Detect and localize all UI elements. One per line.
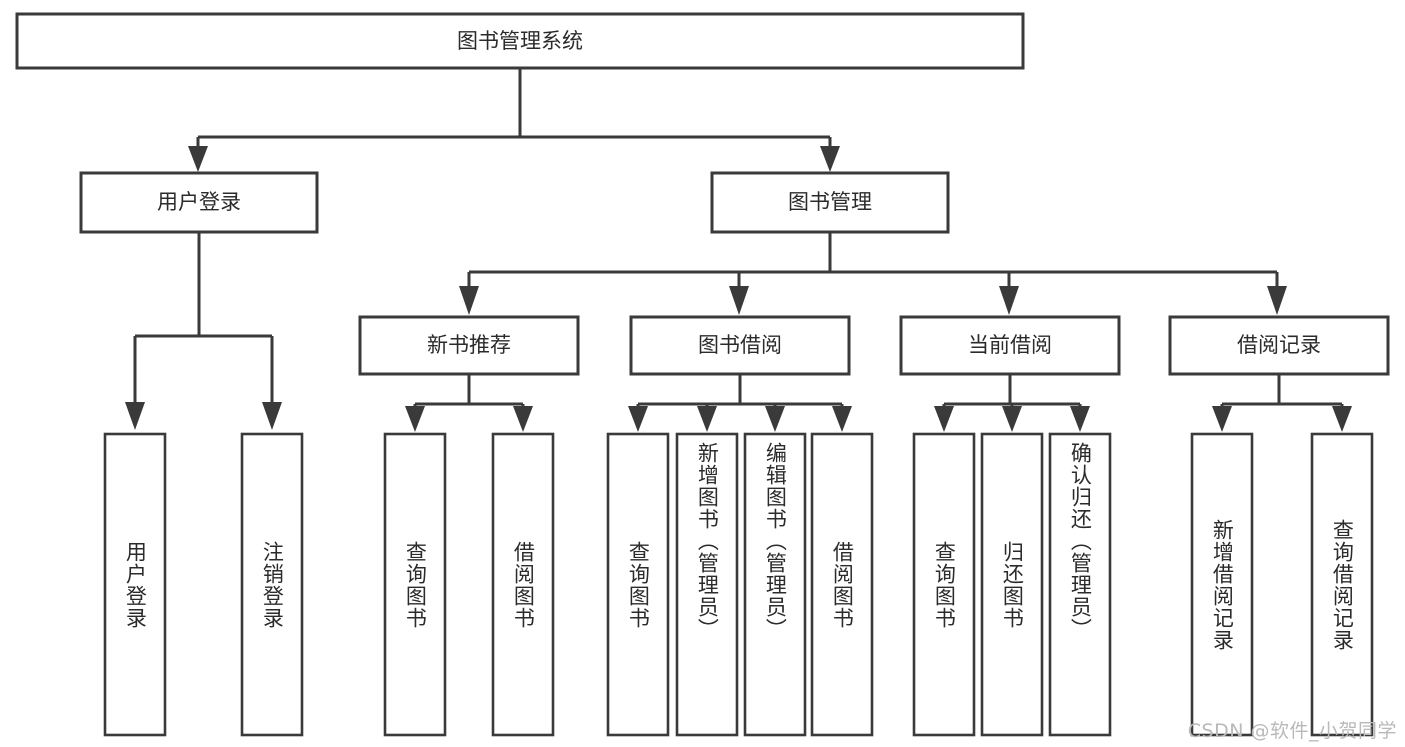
leaf-box-query-book-3 xyxy=(912,432,976,737)
arrow-head-leaf-confirm-return xyxy=(1070,406,1090,432)
leaf-box-edit-book xyxy=(743,432,807,737)
arrow-head-leaf-query-book-1 xyxy=(405,406,425,432)
arrow-head-book-manage xyxy=(820,146,840,172)
arrow-head-current-borrow xyxy=(999,286,1019,315)
node-new-book-recommend-label: 新书推荐 xyxy=(427,333,511,357)
node-book-borrow-box xyxy=(629,315,851,376)
node-book-manage-box xyxy=(710,171,950,234)
node-current-borrow-label: 当前借阅 xyxy=(968,333,1052,357)
arrow-head-leaf-edit-book xyxy=(765,406,785,432)
node-borrow-record-label: 借阅记录 xyxy=(1237,333,1321,357)
arrow-head-borrow-record xyxy=(1267,286,1287,315)
node-root-box xyxy=(15,12,1025,70)
arrow-head-leaf-query-book-2 xyxy=(628,406,648,432)
node-borrow-record-box xyxy=(1168,315,1390,376)
leaf-box-confirm-return xyxy=(1048,432,1112,737)
leaf-box-query-book-2 xyxy=(606,432,670,737)
csdn-watermark: CSDN @软件_小贺同学 xyxy=(1187,720,1397,742)
node-book-manage-label: 图书管理 xyxy=(788,190,872,214)
leaf-box-logout-login xyxy=(240,432,304,737)
arrow-head-leaf-add-book xyxy=(697,406,717,432)
arrow-head-leaf-add-record xyxy=(1212,406,1232,432)
node-root-label: 图书管理系统 xyxy=(457,29,583,53)
leaf-box-borrow-book-1 xyxy=(491,432,555,737)
arrow-head-leaf-user-login xyxy=(125,402,145,430)
leaf-box-user-login xyxy=(103,432,167,737)
node-user-login-label: 用户登录 xyxy=(157,190,241,214)
leaf-box-query-book-1 xyxy=(383,432,447,737)
arrow-head-new-book-recommend xyxy=(459,286,479,315)
arrow-head-leaf-borrow-book-1 xyxy=(513,406,533,432)
node-current-borrow-box xyxy=(899,315,1121,376)
arrow-head-book-borrow xyxy=(729,286,749,315)
node-new-book-recommend-box xyxy=(358,315,580,376)
arrow-head-leaf-logout-login xyxy=(262,402,282,430)
leaf-box-add-record xyxy=(1190,432,1254,737)
arrow-head-leaf-return-book xyxy=(1002,406,1022,432)
leaf-box-query-record xyxy=(1310,432,1374,737)
arrow-head-leaf-borrow-book-2 xyxy=(832,406,852,432)
node-book-borrow-label: 图书借阅 xyxy=(698,333,782,357)
arrow-head-user-login xyxy=(188,146,208,172)
leaf-box-borrow-book-2 xyxy=(810,432,874,737)
leaf-box-return-book xyxy=(980,432,1044,737)
arrow-head-leaf-query-record xyxy=(1332,406,1352,432)
arrow-head-leaf-query-book-3 xyxy=(934,406,954,432)
leaf-box-add-book xyxy=(675,432,739,737)
